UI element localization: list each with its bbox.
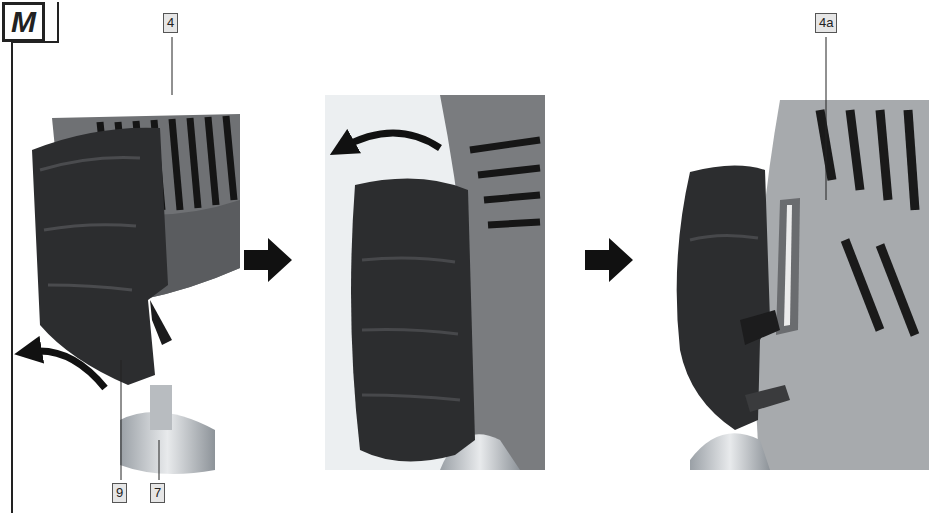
frame-line: [11, 42, 13, 513]
step-arrow: [585, 238, 633, 282]
panel-2: [325, 95, 545, 470]
callout-number: 9: [112, 483, 127, 503]
callout-number: 4: [163, 13, 178, 33]
panel-3: [677, 100, 929, 470]
panel-1: [28, 114, 240, 474]
step-arrow: [244, 238, 292, 282]
callout-number: 7: [150, 483, 165, 503]
callout-number: 4a: [815, 13, 837, 33]
figure-letter: M: [2, 2, 45, 42]
